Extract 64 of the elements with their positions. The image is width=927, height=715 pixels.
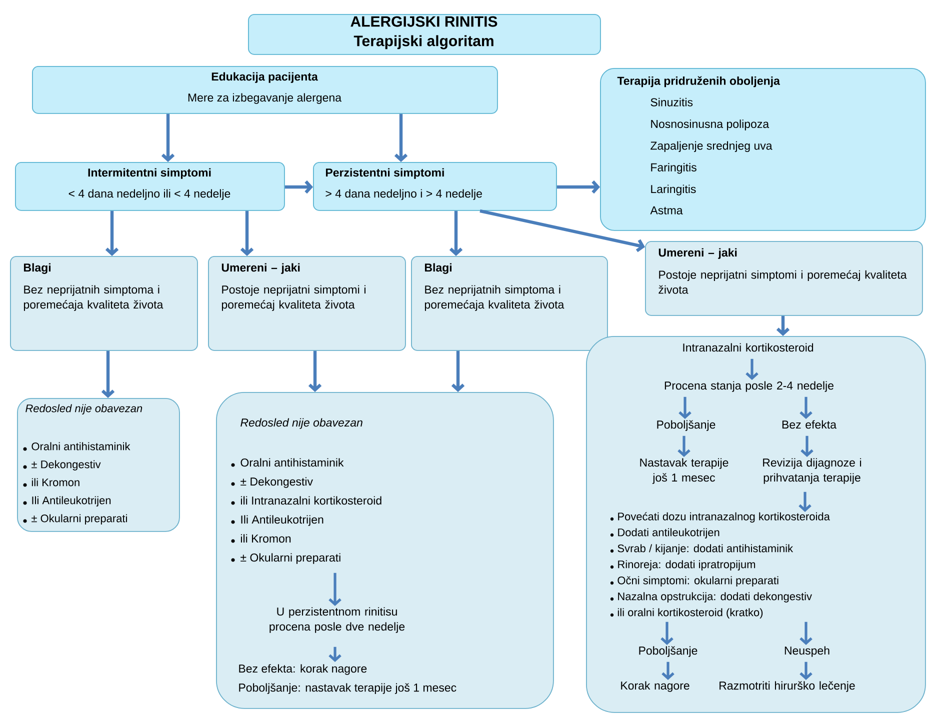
arrow [556, 180, 600, 194]
process-box: Umereni – jaki Postoje neprijatni simptomi i poremećaj kvaliteta života [208, 256, 406, 351]
flow-text: Revizija dijagnoze i prihvatanja terapije [763, 458, 862, 484]
node-label: Očni simptomi: okularni preparati [618, 576, 778, 586]
node-label: Ili Antileukotrijen [241, 515, 324, 526]
arrow [662, 662, 674, 680]
process-box: Perzistentni simptomi > 4 dana nedeljno i > 4 nedelje [313, 162, 557, 211]
arrow [800, 622, 812, 645]
arrow [101, 350, 115, 398]
process-box: Edukacija pacijenta Mere za izbegavanje alergena [32, 66, 498, 114]
node-label: Rinoreja: dodati ipratropijum [618, 560, 756, 570]
flow-text: Procena stanja posle 2-4 nedelje [664, 381, 834, 392]
process-box: Blagi Bez neprijatnih simptoma i poremećaja kvaliteta života [10, 256, 198, 351]
title-box: ALERGIJSKI RINITIS Terapijski algoritam [248, 14, 601, 55]
arrow [678, 436, 690, 457]
rounded-panel [216, 392, 554, 709]
rounded-box: Terapija pridruženih oboljenja Sinuzitis Nosnosinusna polipoza Zapaljenje srednjeg uva Faringitis Laringitis Astma [600, 68, 926, 231]
rounded-box: Redosled nije obavezan Oralni antihistaminik ± Dekongestiv ili Kromon Ili Antileukotrijen ± Okularni preparati [17, 398, 180, 532]
rounded-panel [586, 336, 926, 713]
process-box: Umereni – jaki Postoje neprijatni simptomi i poremećaj kvaliteta života [645, 241, 923, 316]
node-label: Svrab / kijanje: dodati antihistaminik [618, 544, 794, 554]
flow-text: Neuspeh [784, 646, 830, 657]
arrow [798, 492, 812, 512]
bullet-list: Povećati dozu intranazalnog kortikosteroida Dodati antileukotrijen Svrab / kijanje: dodati antihistaminik Rinoreja: dodati ipratropijum Očni simptomi: okularni preparati Nazalna opstrukcija: dodati dekongestiv ili oralni kortikosteroid (kratko) [610, 512, 830, 618]
flow-text: Poboljšanje [657, 420, 716, 431]
flow-text: U perzistentnom rinitisu procena posle dve nedelje [270, 607, 405, 633]
arrow [394, 114, 408, 162]
arrow [328, 572, 342, 606]
flow-text: Bez efekta [782, 420, 836, 429]
node-label: ili Kromon [240, 534, 291, 543]
node-label: ± Okularni preparati [240, 553, 340, 564]
node-label: Nazalna opstrukcija: dodati dekongestiv [618, 592, 812, 602]
bullet-list: Redosled nije obavezan Oralni antihistaminik ± Dekongestiv ili Intranazalni kortikosteroid Ili Antileukotrijen ili Kromon ± Okularni preparati [231, 418, 382, 564]
arrow [800, 662, 812, 680]
arrow [240, 210, 254, 256]
node-label: ili oralni kortikosteroid (kratko) [618, 608, 763, 618]
arrow [678, 396, 692, 419]
arrow [776, 316, 790, 336]
flow-text: Poboljšanje [639, 646, 698, 657]
node-label: Povećati dozu intranazalnog kortikosteroida [618, 512, 830, 523]
node-label: ± Dekongestiv [240, 477, 313, 488]
arrow [800, 436, 814, 457]
arrow [284, 180, 313, 194]
node-label: ili Intranazalni kortikosteroid [240, 496, 382, 505]
arrow [800, 396, 812, 419]
arrow [480, 209, 645, 252]
node-label: Oralni antihistaminik [240, 458, 344, 467]
arrow [449, 210, 463, 256]
arrow [308, 350, 322, 392]
arrow [746, 358, 758, 380]
flow-text: Intranazalni kortikosteroid [683, 343, 814, 352]
process-box: Intermitentni simptomi < 4 dana nedeljno ili < 4 nedelje [15, 162, 285, 211]
flow-text: Bez efekta: korak nagore Poboljšanje: nastavak terapije još 1 mesec [239, 664, 456, 694]
process-box: Blagi Bez neprijatnih simptoma i poremećaja kvaliteta života [411, 256, 608, 351]
arrow [451, 350, 465, 392]
arrow [161, 114, 175, 162]
flow-text: Razmotriti hirurško lečenje [720, 681, 855, 692]
flow-text: Korak nagore [621, 681, 690, 692]
arrow [105, 210, 119, 256]
arrow [660, 622, 674, 645]
flow-text: Nastavak terapije još 1 mesec [640, 458, 728, 484]
arrow [328, 646, 342, 662]
node-label: Dodati antileukotrijen [618, 528, 720, 538]
node-label: Redosled nije obavezan [240, 418, 362, 429]
